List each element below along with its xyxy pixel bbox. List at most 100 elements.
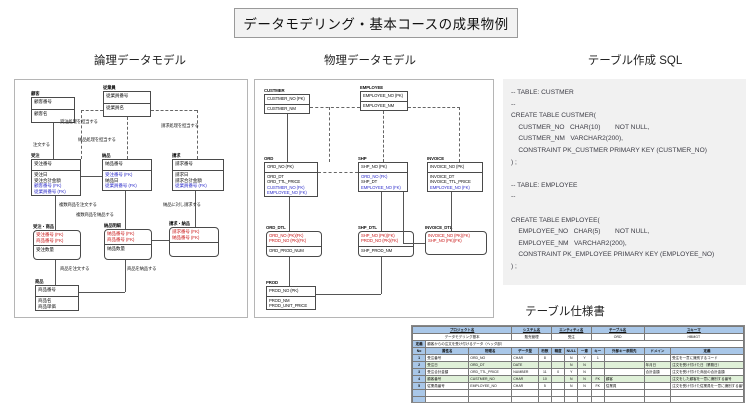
meta-value-cell: 受注	[550, 333, 592, 341]
relationship-label: 注文する	[33, 142, 50, 147]
entity-label-shp-dtl: SHP_DTL	[358, 225, 377, 230]
cell-def	[670, 396, 744, 402]
cell-domain	[643, 396, 672, 402]
table-row: 2 受注日 ORD_DT DATE N N 年月日 注文を受け付けた日（業務日）	[412, 361, 744, 369]
col-header-no: No	[412, 347, 427, 355]
col-header-phys: 物理名	[468, 347, 513, 355]
entity-label-ord: ORD	[264, 156, 274, 161]
col-header-type: データ型	[511, 347, 539, 355]
entity-label-order-product: 受注・商品	[33, 224, 54, 229]
cell-type	[511, 396, 539, 402]
cell-no: 5	[412, 382, 427, 390]
cell-len: 5	[537, 382, 552, 390]
cell-key	[590, 396, 605, 402]
connector-line	[289, 257, 290, 286]
entity-label-prod: PROD	[266, 280, 279, 285]
cell-len	[537, 361, 552, 369]
entity-label-invoice: 請求	[172, 153, 181, 158]
entity-box-ord-dtl: ORD_NO (PK)(FK) PROD_NO (PK)(FK) ORD_PRO…	[266, 231, 322, 257]
cell-phys: ORD_DT	[468, 361, 513, 369]
entity-box-shp: SHP_NO (PK) ORD_NO (FK) SHP_DT EMPLOYEE_…	[358, 162, 408, 192]
cell-no	[412, 396, 427, 402]
cell-len: 10	[537, 375, 552, 383]
cell-unique: Y	[577, 354, 592, 362]
entity-label-order: 受注	[31, 153, 40, 158]
cell-len: 8	[537, 354, 552, 362]
table-row: 3 受注合計金額 ORD_TTL_PRICE NUMBER 11 0 Y N 合…	[412, 368, 744, 376]
cell-prec	[550, 375, 566, 383]
connector-line	[125, 191, 126, 229]
section-heading-logical: 論理データモデル	[94, 55, 186, 67]
meta-value-cell: 販売管理	[511, 333, 552, 341]
cell-attr: 受注日	[425, 361, 470, 369]
relationship-label: 複数商品を納品する	[76, 212, 114, 217]
entity-label-shipment-detail: 納品明細	[104, 223, 121, 228]
entity-box-customer: 顧客番号 顧客名	[31, 97, 75, 123]
entity-box-order: 受注番号 受注日 受注合計金額 顧客番号 (FK) 従業員番号 (FK)	[31, 159, 81, 196]
logical-data-model-panel: 顧客 顧客番号 顧客名 従業員 従業員番号 従業員名 受注 受注番号 受注日 受…	[14, 79, 248, 318]
connector-line	[195, 191, 196, 227]
cell-null	[564, 396, 579, 402]
sql-code-panel: -- TABLE: CUSTMER -- CREATE TABLE CUSTME…	[503, 79, 746, 285]
col-header-key: キー	[590, 347, 605, 355]
entity-label-ord-dtl: ORD_DTL	[266, 225, 286, 230]
relationship-label: 納品に対し請求する	[163, 202, 201, 207]
definition-marker: 定義	[412, 340, 427, 348]
entity-box-shipment: 納品番号 受注番号 (FK) 納品日 従業員番号 (FK)	[102, 159, 152, 191]
physical-data-model-panel: CUSTMER CUSTMER_NO (PK) CUSTMER_NM EMPLO…	[254, 79, 494, 318]
table-row: 5 従業員番号 EMPLOYEE_NO CHAR 5 N N FK 従業員 注文…	[412, 382, 744, 390]
cell-unique	[577, 389, 592, 397]
cell-key: FK	[590, 382, 605, 390]
cell-type: NUMBER	[511, 368, 539, 376]
cell-def: 受注を一意に識別するコード	[670, 354, 744, 362]
entity-label-invoice-shipment: 請求・納品	[169, 221, 190, 226]
cell-null	[564, 389, 579, 397]
entity-box-invoice-shipment: 請求番号 (FK) 納品番号 (FK)	[169, 227, 219, 257]
sql-code-text: -- TABLE: CUSTMER -- CREATE TABLE CUSTME…	[511, 89, 715, 270]
relationship-label: 納品処理を担当する	[78, 137, 116, 142]
cell-domain	[643, 375, 672, 383]
entity-label-shp: SHP	[358, 156, 367, 161]
connector-line	[289, 197, 290, 231]
cell-fk	[603, 361, 645, 369]
connector-line	[55, 196, 56, 230]
cell-prec	[550, 382, 566, 390]
spec-table: プロジェクト名 システム名 エンティティ名 テーブル名 スキーマ データモデリン…	[412, 326, 744, 402]
cell-unique: N	[577, 375, 592, 383]
connector-line	[152, 240, 169, 241]
section-heading-physical: 物理データモデル	[324, 55, 416, 67]
cell-type: CHAR	[511, 375, 539, 383]
entity-label-employee: 従業員	[103, 85, 116, 90]
cell-def	[670, 389, 744, 397]
entity-box-custmer: CUSTMER_NO (PK) CUSTMER_NM	[264, 94, 310, 114]
meta-value-cell: ORD	[590, 333, 645, 341]
table-row-empty	[412, 396, 744, 402]
cell-attr	[425, 389, 470, 397]
entity-label-product: 商品	[35, 279, 44, 284]
connector-dashed	[310, 107, 360, 108]
section-heading-sql: テーブル作成 SQL	[587, 55, 683, 67]
relationship-label: 商品を納品する	[127, 266, 157, 271]
connector-dashed	[151, 110, 197, 111]
cell-phys: CUSTMER_NO	[468, 375, 513, 383]
cell-attr: 受注合計金額	[425, 368, 470, 376]
cell-key: 1	[590, 354, 605, 362]
cell-len	[537, 396, 552, 402]
table-row: 4 顧客番号 CUSTMER_NO CHAR 10 N N FK 顧客 注文をし…	[412, 375, 744, 383]
entity-label-invoice-dtl: INVOICE_DTL	[425, 225, 453, 230]
entity-box-product: 商品番号 商品名 商品単価	[35, 285, 79, 311]
entity-box-ord: ORD_NO (PK) ORD_DT ORD_TTL_PRICE CUSTMER…	[264, 162, 318, 197]
entity-box-order-product: 受注番号 (FK) 商品番号 (FK) 受注数量	[33, 230, 81, 260]
cell-prec	[550, 389, 566, 397]
cell-fk	[603, 396, 645, 402]
table-specification-sheet: プロジェクト名 システム名 エンティティ名 テーブル名 スキーマ データモデリン…	[411, 325, 745, 403]
entity-box-invoice: INVOICE_NO (PK) INVOICE_DT INVOICE_TTL_P…	[427, 162, 483, 192]
cell-no: 4	[412, 375, 427, 383]
cell-null: N	[564, 361, 579, 369]
entity-box-employee: 従業員番号 従業員名	[103, 91, 151, 117]
col-header-len: 桁数	[537, 347, 552, 355]
cell-domain	[643, 389, 672, 397]
connector-dashed	[408, 107, 460, 108]
cell-phys: ORD_TTL_PRICE	[468, 368, 513, 376]
